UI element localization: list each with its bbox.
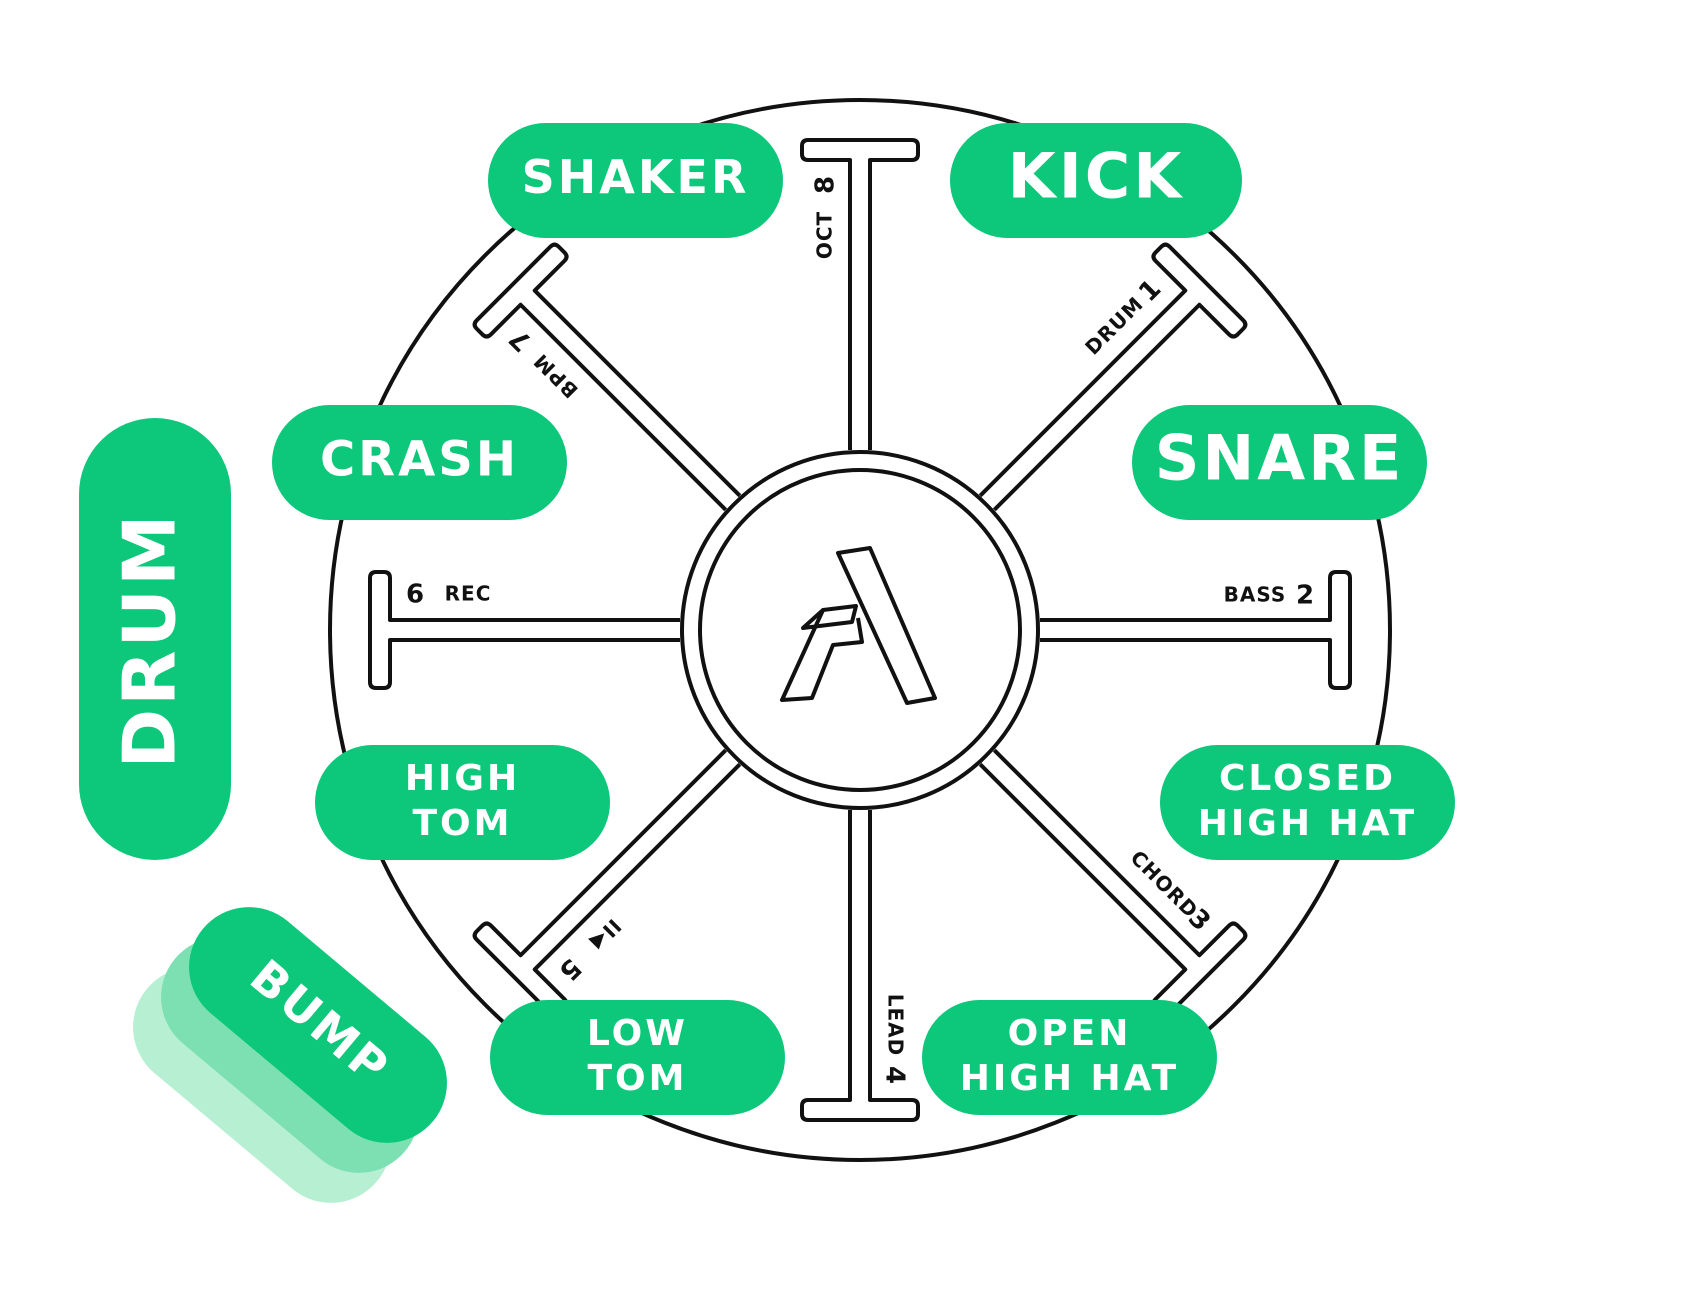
spoke-label: BASS bbox=[1224, 583, 1287, 607]
pad-snare[interactable]: SNARE bbox=[1132, 405, 1427, 520]
pad-label: TOM bbox=[588, 1058, 688, 1099]
pad-label: SNARE bbox=[1155, 422, 1405, 495]
pad-shape bbox=[490, 1000, 785, 1115]
spoke-rail bbox=[472, 242, 742, 512]
pad-shape bbox=[1132, 405, 1427, 520]
pad-label: KICK bbox=[1008, 140, 1185, 213]
a-logo-icon bbox=[780, 546, 937, 705]
pad-label: LOW bbox=[587, 1013, 688, 1054]
pad-label: OPEN bbox=[1008, 1013, 1132, 1054]
pad-shape bbox=[922, 1000, 1217, 1115]
spoke-number: 5 bbox=[553, 952, 587, 986]
pad-shape bbox=[488, 123, 783, 238]
pad-shape bbox=[950, 123, 1242, 238]
spoke-number: 4 bbox=[880, 1066, 910, 1084]
spoke-number: 7 bbox=[504, 323, 538, 357]
pad-label: SHAKER bbox=[522, 150, 750, 204]
spoke-rail bbox=[1040, 570, 1352, 690]
pad-label: HIGH bbox=[405, 758, 520, 799]
outer-ring bbox=[328, 98, 1392, 1162]
spoke-label: II◀ bbox=[586, 914, 626, 954]
pad-label: CLOSED bbox=[1219, 758, 1396, 799]
mode-pill[interactable]: DRUM bbox=[79, 418, 231, 860]
pad-kick[interactable]: KICK bbox=[950, 123, 1242, 238]
spoke-rail bbox=[368, 570, 680, 690]
spoke-bass[interactable]: 2 BASS bbox=[1040, 570, 1352, 690]
spoke-label: LEAD bbox=[884, 994, 908, 1057]
pad-label: TOM bbox=[413, 803, 513, 844]
spoke-rail bbox=[978, 242, 1248, 512]
pad-label: HIGH HAT bbox=[960, 1058, 1180, 1099]
spoke-lead[interactable]: 4 LEAD bbox=[800, 810, 920, 1122]
spoke-number: 6 bbox=[406, 580, 424, 610]
mode-label: DRUM bbox=[108, 511, 192, 768]
spoke-rail bbox=[800, 810, 920, 1122]
spoke-rail bbox=[800, 138, 920, 450]
spoke-label: OCT bbox=[813, 211, 837, 259]
pad-shape bbox=[315, 745, 610, 860]
pad-shaker[interactable]: SHAKER bbox=[488, 123, 783, 238]
spoke-number: 8 bbox=[811, 176, 841, 194]
spoke-rec[interactable]: 6 REC bbox=[368, 570, 680, 690]
pad-crash[interactable]: CRASH bbox=[272, 405, 567, 520]
pad-label: HIGH HAT bbox=[1198, 803, 1418, 844]
pad-shape bbox=[272, 405, 567, 520]
pad-shape bbox=[1160, 745, 1455, 860]
pad-label: CRASH bbox=[320, 432, 519, 488]
spoke-number: 2 bbox=[1296, 581, 1314, 611]
bump-button[interactable]: BUMP bbox=[109, 883, 472, 1228]
spoke-label: REC bbox=[445, 582, 492, 606]
